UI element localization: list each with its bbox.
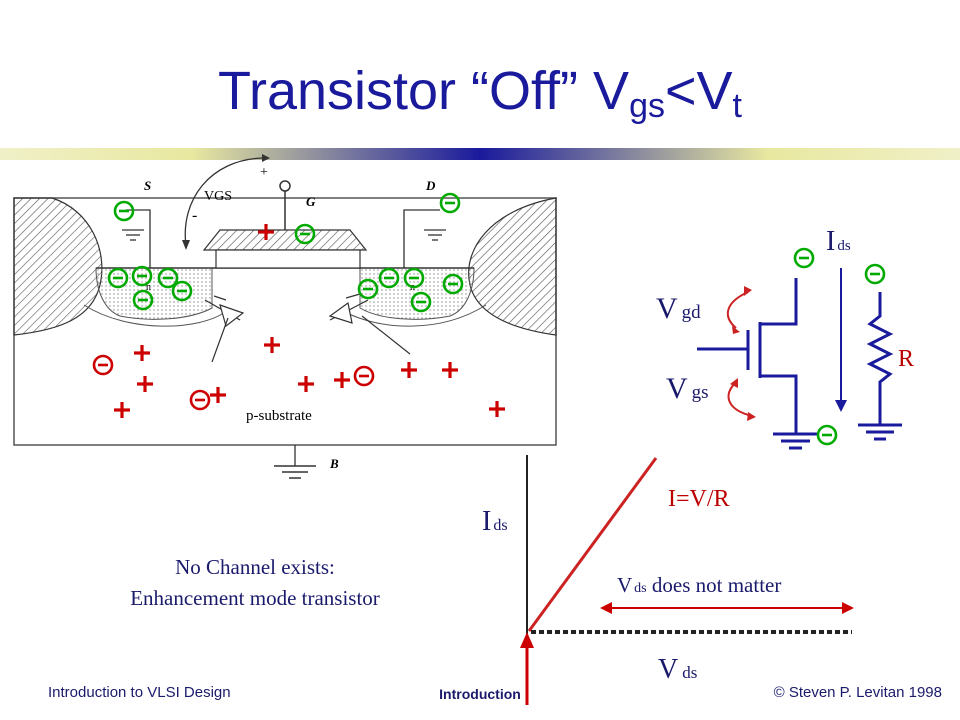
source-region <box>95 267 213 320</box>
vgs-arrow <box>184 157 263 247</box>
source-label: S <box>144 178 151 193</box>
footer-course: Introduction to VLSI Design <box>48 684 231 701</box>
diode-left <box>204 295 245 363</box>
caption-line-2: Enhancement mode transistor <box>130 586 380 610</box>
vgd-arrow <box>726 291 749 329</box>
hole <box>489 401 505 417</box>
resistor <box>866 292 894 425</box>
substrate-label: p-substrate <box>246 408 312 424</box>
vgs-arrow-circuit <box>727 381 753 417</box>
resistor-label: R <box>898 346 914 372</box>
iv-graph <box>520 455 854 705</box>
hole <box>114 402 130 418</box>
slide-title: Transistor “Off” Vgs<Vt <box>217 61 742 125</box>
nmos-circuit <box>697 268 902 450</box>
gate-terminal <box>279 180 291 192</box>
electron <box>793 247 815 269</box>
electron <box>113 200 135 222</box>
hole <box>258 224 274 240</box>
gate-label: G <box>306 194 316 209</box>
title-divider <box>0 148 960 160</box>
hole <box>264 337 280 353</box>
field-oxide-right <box>468 197 557 336</box>
hole <box>442 362 458 378</box>
bulk-label: B <box>329 456 339 471</box>
resistor-load-line <box>527 457 658 632</box>
field-oxide-left <box>13 197 103 336</box>
electron <box>816 424 838 446</box>
source-n-label: n <box>146 282 151 293</box>
diode-right <box>328 293 411 355</box>
hole <box>137 376 153 392</box>
electron <box>439 192 461 214</box>
mosfet-cross-section <box>13 154 557 479</box>
hole <box>134 345 150 361</box>
hole <box>334 372 350 388</box>
vgs-cross-label: VGS <box>204 189 232 204</box>
ids-arrowhead <box>835 400 847 412</box>
vgs-plus-label: + <box>260 165 268 180</box>
footer-section: Introduction <box>439 686 521 702</box>
holes <box>114 224 505 418</box>
depletion-right <box>344 304 487 327</box>
footer-copyright: © Steven P. Levitan 1998 <box>773 684 942 701</box>
depletion-left <box>83 304 226 327</box>
gate-poly <box>202 229 368 251</box>
hole <box>210 387 226 403</box>
electrons-red <box>92 354 375 411</box>
electron <box>864 263 886 285</box>
hole <box>298 376 314 392</box>
hole <box>401 362 417 378</box>
electron <box>92 354 114 376</box>
electron <box>353 365 375 387</box>
drain-label: D <box>425 178 436 193</box>
gate-oxide <box>215 249 361 269</box>
electron <box>189 389 211 411</box>
load-line-label: I=V/R <box>668 486 730 512</box>
vgs-minus-label: - <box>192 207 197 224</box>
caption-line-1: No Channel exists: <box>175 555 335 579</box>
